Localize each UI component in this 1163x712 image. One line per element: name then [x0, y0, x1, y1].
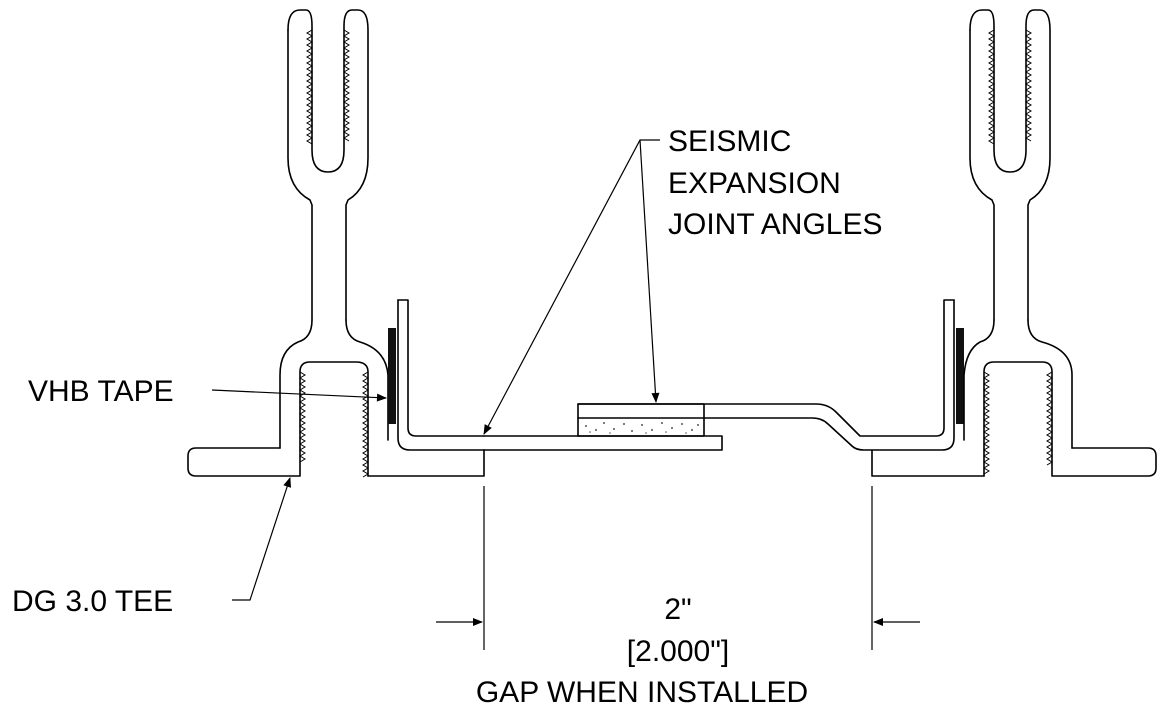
annotations: SEISMIC EXPANSION JOINT ANGLES VHB TAPE … — [12, 125, 883, 709]
left-tee-profile — [187, 9, 485, 478]
label-angles-line2: EXPANSION — [668, 167, 841, 200]
right-tee-profile — [871, 9, 1157, 477]
label-gap-imperial: 2" — [664, 593, 691, 626]
label-angles-line3: JOINT ANGLES — [668, 208, 883, 241]
center-pad — [577, 403, 705, 437]
right-expansion-angle — [577, 299, 964, 451]
label-vhb-tape: VHB TAPE — [28, 375, 174, 408]
label-tee: DG 3.0 TEE — [12, 585, 173, 618]
gap-dimension — [436, 486, 920, 650]
label-angles-line1: SEISMIC — [668, 125, 791, 158]
center-slide-plate — [483, 403, 723, 451]
left-vhb-tape — [388, 328, 396, 424]
left-expansion-angle — [388, 299, 485, 451]
right-vhb-tape — [956, 328, 964, 424]
leader-angles-right — [639, 139, 660, 403]
label-gap-decimal: [2.000"] — [627, 635, 729, 668]
leader-vhb-tape — [211, 389, 387, 402]
leader-angles-left — [483, 139, 660, 435]
leader-tee — [232, 477, 291, 601]
pad-speckle — [585, 422, 699, 434]
label-gap-caption: GAP WHEN INSTALLED — [476, 676, 808, 709]
leader-lines — [211, 139, 660, 601]
